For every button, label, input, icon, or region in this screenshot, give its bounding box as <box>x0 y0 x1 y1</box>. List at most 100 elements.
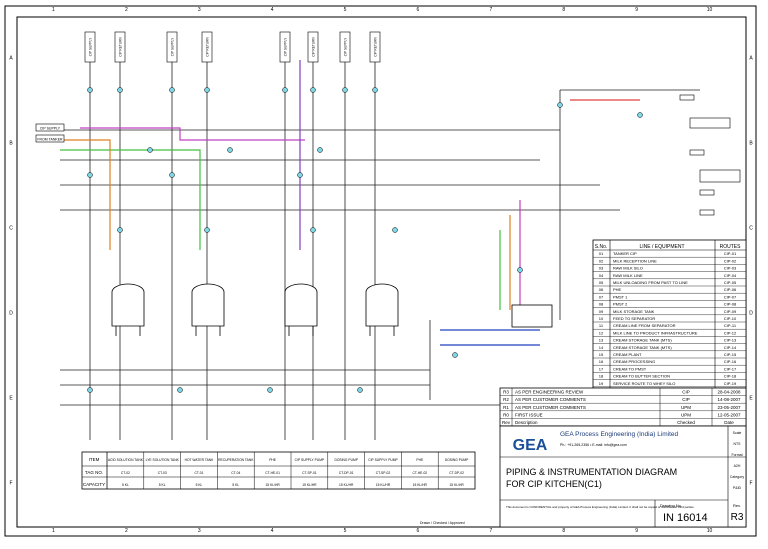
equipment-cell: 15 KL/HR <box>265 483 280 487</box>
top-tag-label: CIP SUPPLY <box>284 37 288 56</box>
equipment-cell: 5 KL <box>196 483 203 487</box>
left-tag-2: FROM TANKER <box>37 138 63 142</box>
equipment-cell: 5 KL <box>232 483 239 487</box>
footnote: This document is CONFIDENTIAL and proper… <box>506 505 695 509</box>
equipment-cell: DOSING PUMP <box>334 458 358 462</box>
top-tag-label: CIP SUPPLY <box>344 37 348 56</box>
top-tag-box <box>114 31 126 63</box>
equipment-cell: PHE <box>269 458 277 462</box>
border-row-label: F <box>9 481 12 487</box>
schedule-line: SERVICE ROUTE TO WHEY SILO <box>613 381 675 386</box>
schedule-route: CIP-05 <box>724 280 737 285</box>
schedule-sno: 14 <box>599 345 604 350</box>
schedule-line: MILK STORAGE TANK <box>613 309 655 314</box>
border-col-label: 3 <box>198 528 201 534</box>
border-row-label: A <box>9 56 13 62</box>
equipment-cell: 15 KL/HR <box>302 483 317 487</box>
schedule-sno: 05 <box>599 280 604 285</box>
schedule-route: CIP-16 <box>724 359 737 364</box>
revision-cell: R0 <box>503 412 509 417</box>
equipment-cell: CT-SP-01 <box>302 471 317 475</box>
rev-label: Rev. <box>733 503 741 508</box>
equipment-cell: CT-HE-01 <box>265 471 280 475</box>
border-col-label: 3 <box>198 7 201 13</box>
schedule-route: CIP-06 <box>724 287 737 292</box>
revision-cell: CIP <box>682 397 690 402</box>
revision-cell: AS PER CUSTOMER COMMENTS <box>515 405 586 410</box>
border-col-label: 6 <box>417 7 420 13</box>
side-label: NTS <box>734 442 742 446</box>
schedule-line: CREAM STORAGE TANK (MTS) <box>613 345 672 350</box>
schedule-line: TANKER CIP <box>613 251 637 256</box>
equipment-row-label: TAG NO. <box>85 470 103 475</box>
drawing-title-line2: FOR CIP KITCHEN(C1) <box>506 479 602 489</box>
tank-1 <box>111 283 145 336</box>
revision-cell: Checked <box>677 420 695 425</box>
equipment-cell: 5 KL <box>159 483 166 487</box>
equipment-cell: CT-DP-02 <box>449 471 464 475</box>
border-col-label: 2 <box>125 7 128 13</box>
equipment-cell: 15 KL/HR <box>376 483 391 487</box>
equipment-cell: 5 KL <box>122 483 129 487</box>
schedule-sno: 07 <box>599 294 604 299</box>
top-tag-label: CIP SUPPLY <box>89 37 93 56</box>
side-label: P&ID <box>733 486 742 490</box>
equipment-cell: CT-DP-01 <box>339 471 354 475</box>
tank-2 <box>191 283 225 336</box>
revision-cell: R2 <box>503 397 509 402</box>
revision-cell: R3 <box>503 390 509 395</box>
schedule-route: CIP-02 <box>724 258 737 263</box>
right-tags <box>679 94 741 216</box>
schedule-line: PMST 2 <box>613 302 628 307</box>
border-row-label: C <box>749 226 753 232</box>
side-label: Format <box>731 453 742 457</box>
equipment-row-label: CAPACITY <box>83 482 105 487</box>
schedule-sno: 13 <box>599 338 604 343</box>
equipment-cell: PHE <box>416 458 424 462</box>
schedule-line: MILK UNLOADING FROM PAST TO LINE <box>613 280 688 285</box>
equipment-cell: CT-03 <box>158 471 167 475</box>
rev-value: R3 <box>731 512 744 523</box>
schedule-route: CIP-19 <box>724 381 737 386</box>
border-row-label: B <box>9 141 13 147</box>
schedule-sno: 12 <box>599 330 604 335</box>
revision-cell: 28-04-2008 <box>717 390 741 395</box>
left-tag-1: CIP SUPPLY <box>40 127 61 131</box>
border-col-label: 9 <box>635 528 638 534</box>
top-tag-label: CIP SUPPLY <box>171 37 175 56</box>
schedule-sno: 08 <box>599 302 604 307</box>
tanks <box>111 283 553 336</box>
equipment-cell: CT-01 <box>195 471 204 475</box>
schedule-route: CIP-08 <box>724 302 737 307</box>
border-col-label: 5 <box>344 7 347 13</box>
schedule-route: CIP-14 <box>724 345 737 350</box>
schedule-route: CIP-13 <box>724 338 737 343</box>
border-col-label: 9 <box>635 7 638 13</box>
side-label: A2H <box>734 464 741 468</box>
equipment-cell: CT-02 <box>121 471 130 475</box>
schedule-line: PMST 1 <box>613 294 628 299</box>
border-col-label: 8 <box>562 528 565 534</box>
schedule-line: MILK LINE TO PRODUCT INFRASTRUCTURE <box>613 330 698 335</box>
border-col-label: 1 <box>52 7 55 13</box>
top-tag-label: CIP RETURN <box>312 37 316 57</box>
side-label: Scale <box>733 431 742 435</box>
equipment-cell: DOSING PUMP <box>445 458 469 462</box>
border-col-label: 6 <box>417 528 420 534</box>
revision-cell: CIP <box>682 390 690 395</box>
equipment-cell: CT-HE-02 <box>412 471 427 475</box>
schedule-line: CREAM TO PMST <box>613 366 647 371</box>
schedule-sno: 02 <box>599 258 604 263</box>
top-tag-box <box>201 31 213 63</box>
border-row-label: E <box>9 396 13 402</box>
equipment-cell: LYE SOLUTION TANK <box>146 458 180 462</box>
